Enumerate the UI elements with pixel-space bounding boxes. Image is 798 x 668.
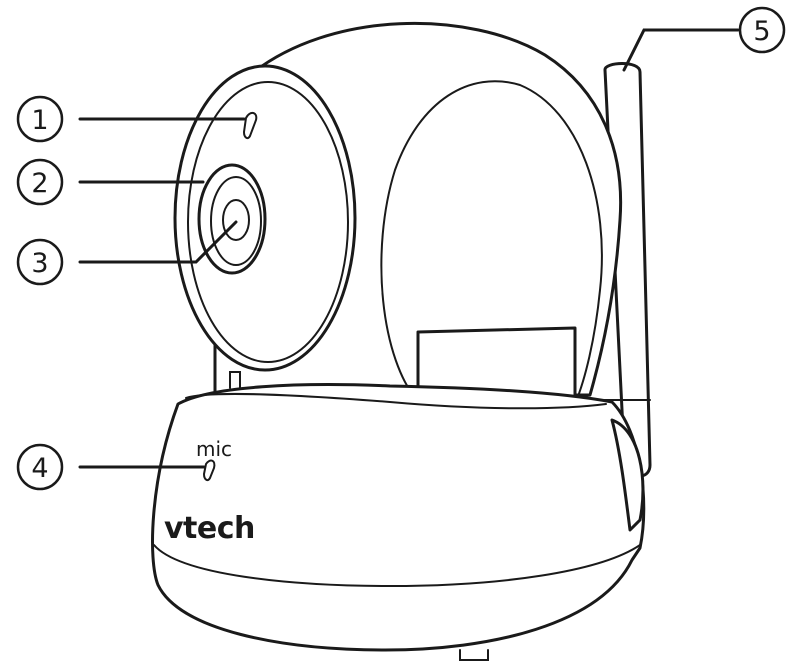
svg-text:1: 1	[31, 105, 48, 136]
svg-text:4: 4	[31, 453, 48, 484]
leader-line-5	[624, 30, 738, 70]
callout-3: 3	[18, 240, 62, 284]
svg-text:5: 5	[753, 16, 770, 47]
callout-2: 2	[18, 160, 62, 204]
lens-housing	[199, 165, 265, 273]
callout-1: 1	[18, 97, 62, 141]
callout-4: 4	[18, 445, 62, 489]
brand-logo: vtech	[164, 511, 255, 546]
svg-text:2: 2	[31, 168, 48, 199]
callout-5: 5	[740, 8, 784, 52]
svg-text:3: 3	[31, 248, 48, 279]
mic-label: mic	[196, 437, 232, 461]
